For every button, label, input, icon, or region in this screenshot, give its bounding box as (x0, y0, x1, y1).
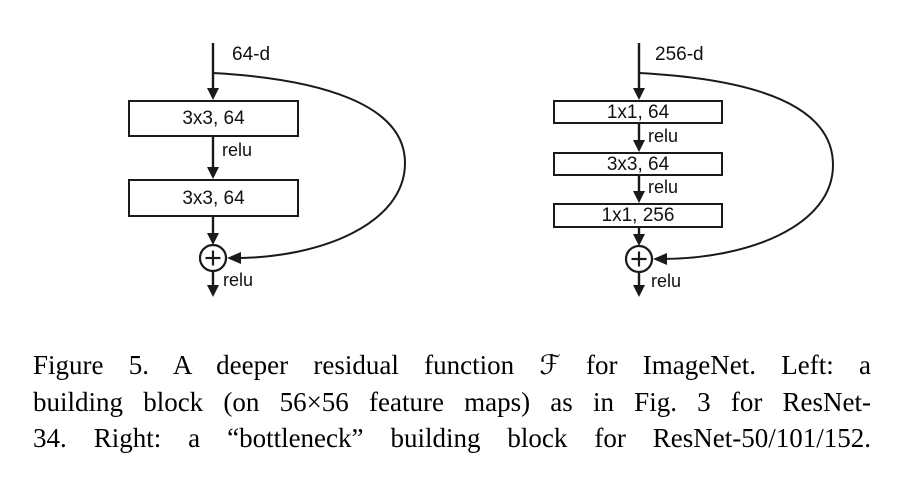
left-skip-arrowhead (227, 252, 241, 264)
right-arrow1-head (633, 140, 645, 152)
right-conv-box-1: 1x1, 64 (553, 100, 723, 124)
right-sum-circle (624, 244, 654, 274)
left-relu-label-2: relu (223, 270, 254, 290)
left-block-arrows (198, 43, 407, 297)
caption-line-2: building block (on 56×56 feature maps) a… (33, 386, 871, 417)
right-conv-box-1-label: 1x1, 64 (606, 101, 670, 123)
right-relu-label-3: relu (651, 271, 682, 291)
diagram-connectors (198, 43, 835, 297)
right-to-sum-arrowhead (633, 234, 645, 246)
right-conv-box-3-label: 1x1, 256 (601, 205, 675, 226)
left-skip-connection-curve (212, 72, 407, 259)
left-relu-label-1: relu (222, 140, 253, 160)
left-conv-box-1: 3x3, 64 (128, 100, 299, 137)
left-conv-box-1-label: 3x3, 64 (182, 108, 245, 129)
right-conv-box-2: 3x3, 64 (553, 152, 723, 176)
left-conv-box-2: 3x3, 64 (128, 179, 299, 217)
left-conv-box-2-label: 3x3, 64 (182, 187, 245, 209)
left-input-arrowhead (207, 88, 219, 100)
figure-caption: Figure 5. A deeper residual function ℱ f… (33, 347, 871, 457)
right-input-arrowhead (633, 88, 645, 100)
right-arrow2-head (633, 191, 645, 203)
right-conv-box-3: 1x1, 256 (553, 203, 723, 228)
right-relu-label-1: relu (648, 126, 679, 146)
left-input-dim-label: 64-d (232, 44, 271, 65)
right-input-dim-label: 256-d (655, 44, 704, 65)
left-output-arrowhead (207, 285, 219, 297)
right-block-arrows (624, 43, 835, 297)
right-relu-label-2: relu (648, 177, 679, 197)
left-to-sum-arrowhead (207, 233, 219, 245)
right-sum-plus-icon (631, 251, 647, 267)
left-mid-arrowhead (207, 167, 219, 179)
caption-line-1: Figure 5. A deeper residual function ℱ f… (33, 350, 871, 380)
right-skip-arrowhead (653, 253, 667, 265)
right-conv-box-2-label: 3x3, 64 (606, 153, 670, 175)
right-skip-connection-curve (638, 72, 835, 260)
caption-line-3: 34. Right: a “bottleneck” building block… (33, 423, 871, 453)
right-output-arrowhead (633, 285, 645, 297)
left-sum-circle (198, 243, 228, 273)
left-sum-plus-icon (205, 250, 221, 266)
residual-block-diagrams: 64-d 3x3, 64 relu 3x3, 64 relu 256-d 1x1… (128, 43, 835, 297)
